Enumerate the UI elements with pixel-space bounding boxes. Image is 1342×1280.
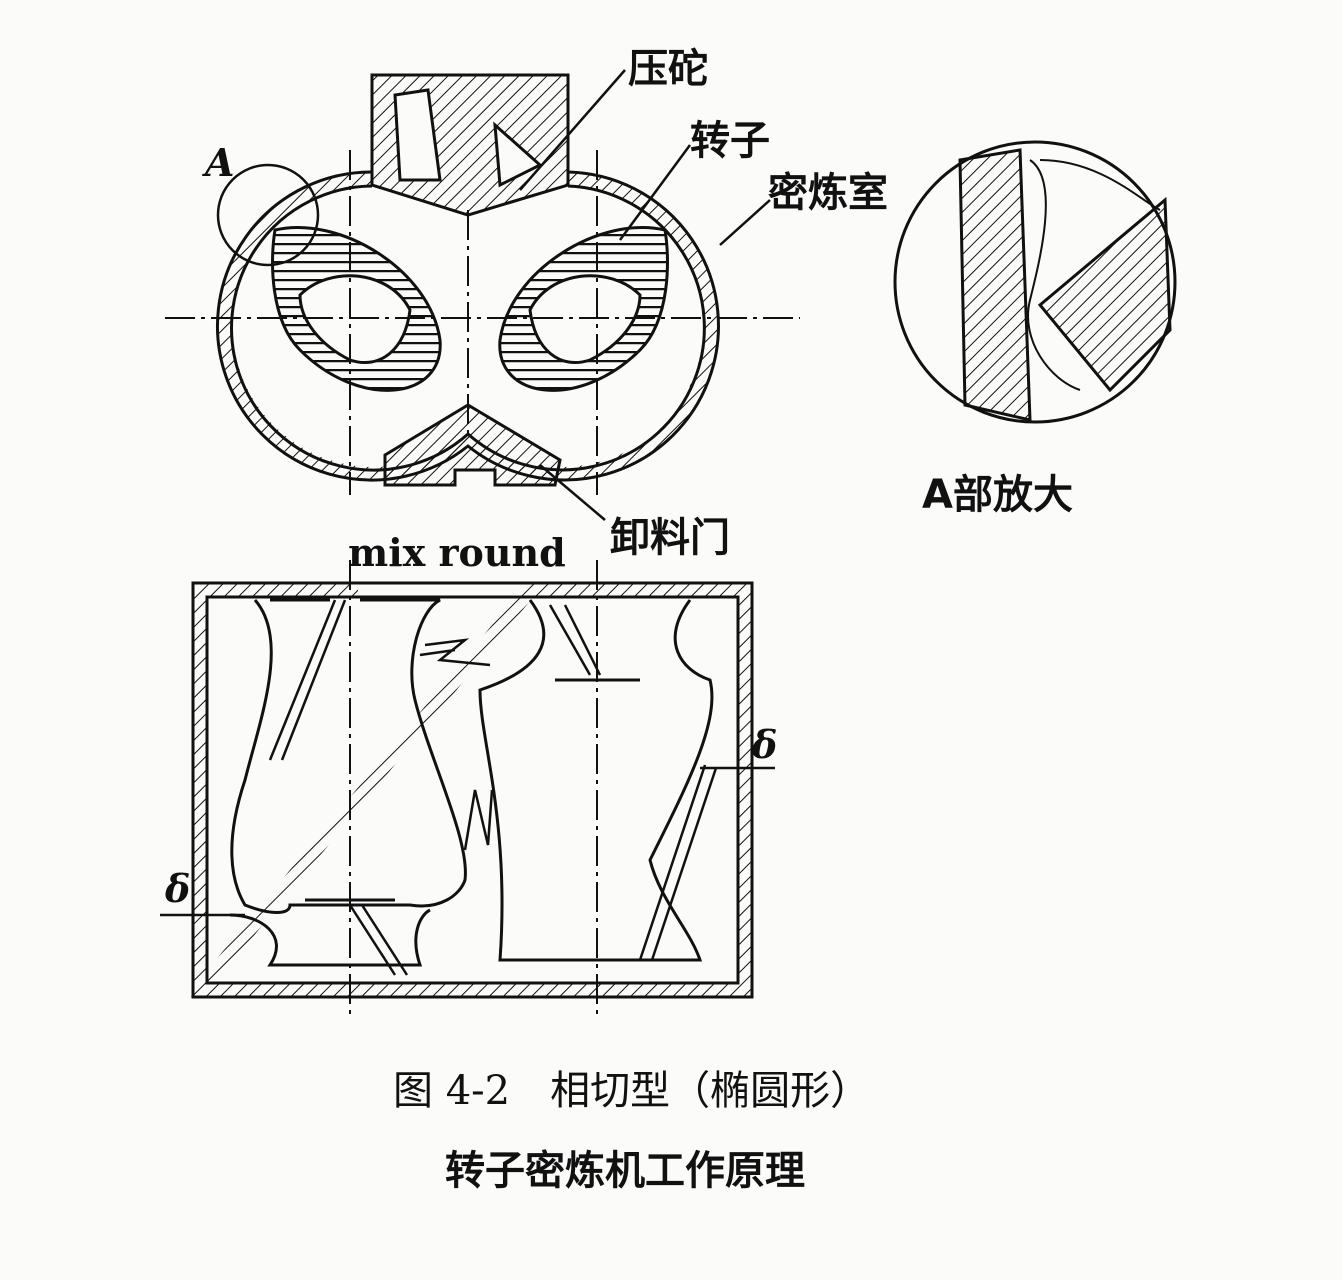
label-detail-marker: A bbox=[205, 140, 235, 185]
label-detail-title: A部放大 bbox=[922, 472, 1073, 518]
left-rotor bbox=[271, 226, 442, 392]
detail-a-marker-circle bbox=[216, 163, 320, 267]
caption-line-2: 转子密炼机工作原理 bbox=[445, 1147, 805, 1194]
label-chamber: 密炼室 bbox=[768, 170, 888, 216]
label-ram: 压砣 bbox=[628, 46, 708, 92]
leader-lines bbox=[519, 69, 771, 521]
label-rotor: 转子 bbox=[690, 118, 770, 164]
mixing-chamber-top-view bbox=[160, 581, 775, 999]
right-rotor bbox=[498, 226, 669, 392]
label-discharge-door: 卸料门 bbox=[610, 515, 730, 561]
caption-line-1: 图 4-2 相切型（椭圆形） bbox=[393, 1068, 871, 1114]
ram bbox=[370, 73, 570, 217]
label-clearance-left: δ bbox=[165, 866, 191, 911]
magnified-view-a bbox=[893, 140, 1177, 424]
center-lines bbox=[165, 150, 800, 1020]
label-clearance-right: δ bbox=[752, 722, 778, 767]
label-mix-round: mix round bbox=[348, 530, 566, 575]
discharge-door bbox=[383, 403, 562, 487]
